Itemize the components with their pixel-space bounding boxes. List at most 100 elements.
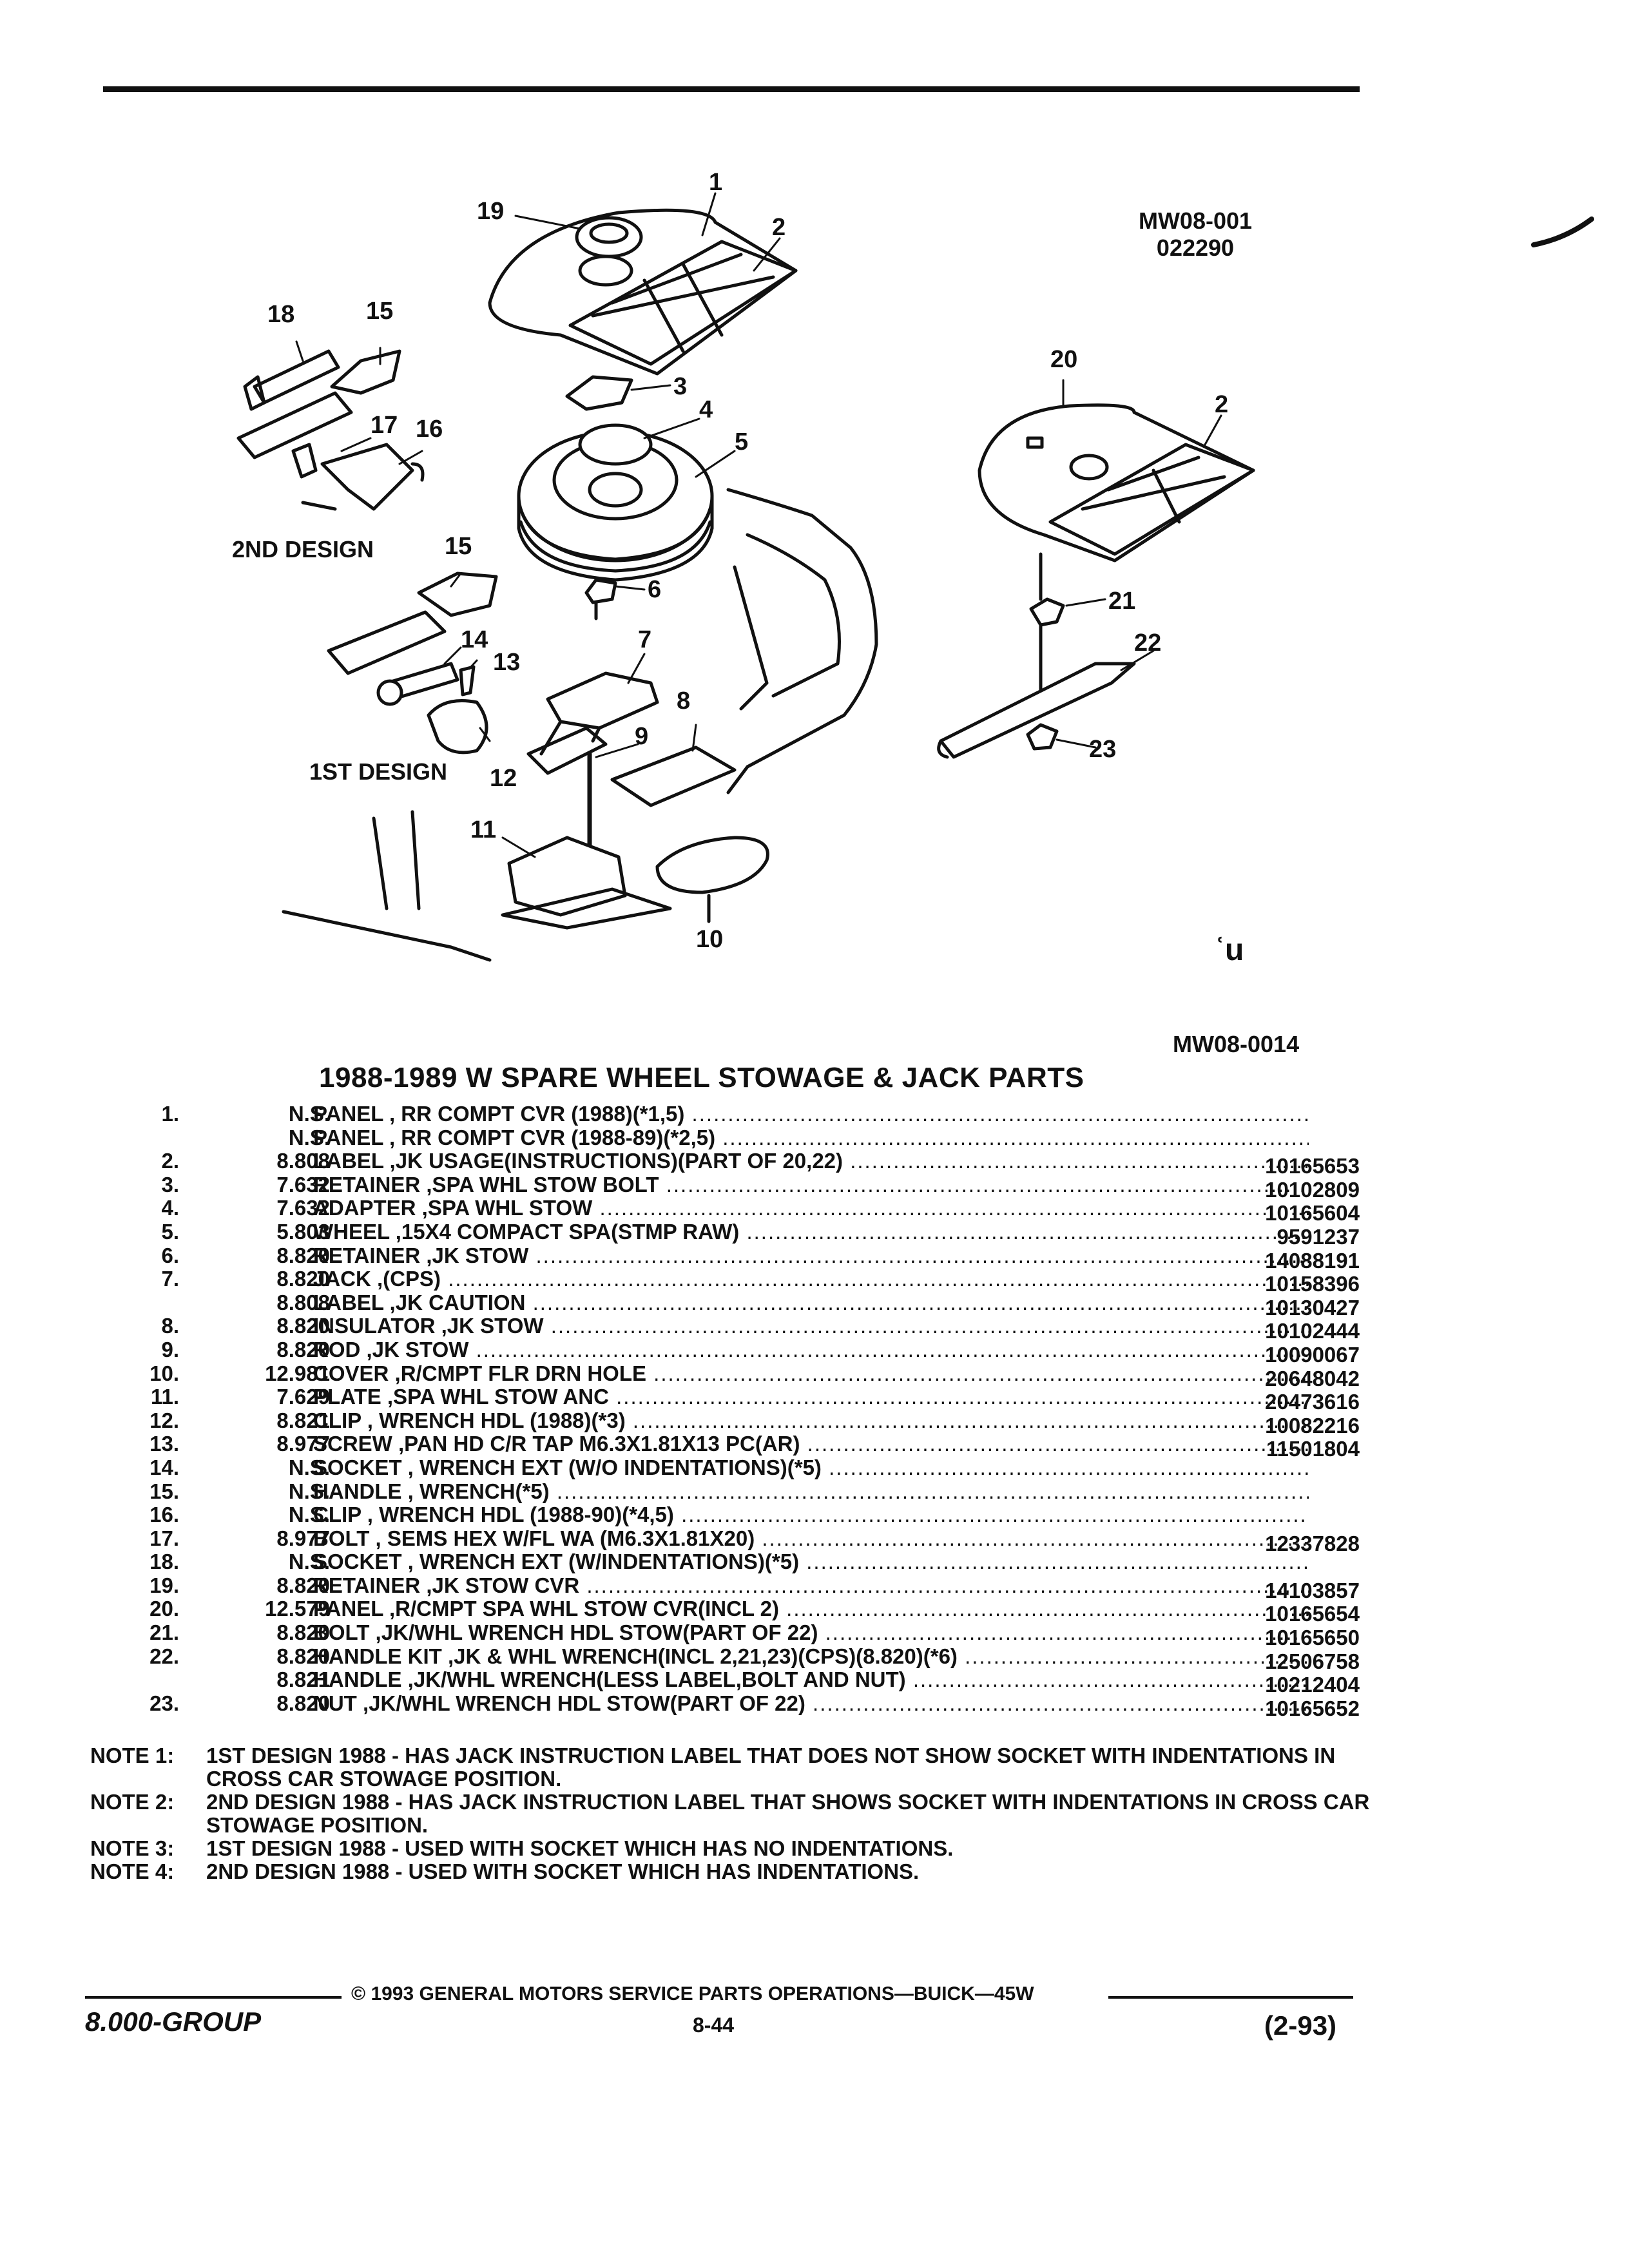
part-number-ref: 21. (149, 1620, 179, 1645)
part-description: INSULATOR ,JK STOW (313, 1314, 1309, 1338)
callout-leader-lines (295, 192, 1222, 858)
note-text: 2ND DESIGN 1988 - USED WITH SOCKET WHICH… (206, 1860, 920, 1883)
note-text: 1ST DESIGN 1988 - USED WITH SOCKET WHICH… (206, 1836, 954, 1860)
part-row: 1.N.S.PANEL , RR COMPT CVR (1988)(*1,5) (129, 1102, 1360, 1126)
part-22-handle-kit (937, 662, 1136, 759)
part-row: 16.N.S.CLIP , WRENCH HDL (1988-90)(*4,5) (129, 1503, 1360, 1526)
part-number-ref: 8. (161, 1314, 179, 1338)
note-text: 1ST DESIGN 1988 - HAS JACK INSTRUCTION L… (206, 1744, 1336, 1791)
note-item: NOTE 2: 2ND DESIGN 1988 - HAS JACK INSTRU… (90, 1791, 1379, 1837)
part-description: NUT ,JK/WHL WRENCH HDL STOW(PART OF 22) (313, 1691, 1309, 1716)
callout-3: 3 (673, 373, 687, 400)
part-number-ref: 2. (161, 1149, 179, 1173)
callout-2-right: 2 (1215, 391, 1228, 418)
part-15-handle-2nd (236, 349, 401, 459)
part-19-retainer (575, 216, 643, 258)
part-number-ref: 16. (149, 1503, 179, 1527)
callout-15-2nd: 15 (366, 298, 393, 325)
callout-13: 13 (493, 649, 520, 676)
part-number-ref: 13. (149, 1432, 179, 1456)
callout-8: 8 (677, 687, 690, 715)
part-description: ADAPTER ,SPA WHL STOW (313, 1196, 1309, 1220)
diagram-ref-code-block: MW08-001 022290 (1121, 207, 1269, 262)
callout-21: 21 (1108, 588, 1135, 615)
part-number: 10165652 (1265, 1696, 1360, 1720)
page-title: 1988-1989 W SPARE WHEEL STOWAGE & JACK P… (319, 1062, 1084, 1093)
part-18-socket (243, 349, 340, 411)
part-number-ref: 7. (161, 1267, 179, 1291)
part-8-insulator (610, 745, 737, 807)
part-13-screw (459, 665, 476, 697)
part-number-ref: 19. (149, 1573, 179, 1597)
part-number-ref: 17. (149, 1526, 179, 1550)
part-description: HANDLE ,JK/WHL WRENCH(LESS LABEL,BOLT AN… (313, 1667, 1309, 1692)
callout-1: 1 (709, 169, 722, 196)
part-description: PLATE ,SPA WHL STOW ANC (313, 1385, 1309, 1409)
part-number-ref: 10. (149, 1361, 179, 1385)
parts-list: 1.N.S.PANEL , RR COMPT CVR (1988)(*1,5)N… (129, 1102, 1360, 1720)
callout-9: 9 (635, 723, 648, 750)
part-description: PANEL ,R/CMPT SPA WHL STOW CVR(INCL 2) (313, 1597, 1309, 1621)
part-description: RETAINER ,JK STOW (313, 1244, 1309, 1268)
part-description: WHEEL ,15X4 COMPACT SPA(STMP RAW) (313, 1220, 1309, 1244)
part-row: 18.N.S.SOCKET , WRENCH EXT (W/INDENTATIO… (129, 1550, 1360, 1573)
margin-tick-1 (1531, 216, 1594, 247)
part-description: SOCKET , WRENCH EXT (W/INDENTATIONS)(*5) (313, 1550, 1309, 1574)
note-text: 2ND DESIGN 1988 - HAS JACK INSTRUCTION L… (206, 1790, 1370, 1837)
part-10-drain-cover (655, 836, 769, 923)
gm-service-logo: ʿu (1215, 933, 1244, 967)
footer-rule-left (85, 1996, 342, 1999)
part-7-jack (526, 671, 659, 775)
part-description: CLIP , WRENCH HDL (1988)(*3) (313, 1408, 1309, 1433)
callout-16: 16 (416, 416, 443, 443)
part-number-ref: 15. (149, 1479, 179, 1503)
part-1-cover-panel (488, 208, 798, 376)
part-14-socket-1st (376, 662, 459, 706)
callout-17: 17 (371, 412, 398, 439)
part-5-spare-wheel (517, 423, 714, 582)
part-number-ref: 9. (161, 1337, 179, 1361)
part-number-ref: 18. (149, 1550, 179, 1574)
callout-5: 5 (735, 428, 748, 456)
callout-23: 23 (1089, 736, 1116, 763)
part-description: BOLT ,JK/WHL WRENCH HDL STOW(PART OF 22) (313, 1620, 1309, 1645)
part-description: ROD ,JK STOW (313, 1338, 1309, 1362)
part-15-handle-1st (327, 572, 498, 675)
part-number-ref: 1. (161, 1102, 179, 1126)
callout-2: 2 (772, 214, 786, 241)
label-1st-design: 1ST DESIGN (309, 758, 447, 785)
footer-revision: (2-93) (1264, 2010, 1337, 2041)
part-row: 14.N.S.SOCKET , WRENCH EXT (W/O INDENTAT… (129, 1456, 1360, 1479)
callout-15-1st: 15 (445, 533, 472, 560)
diagram-ref-code-2: 022290 (1156, 235, 1235, 262)
part-description: HANDLE KIT ,JK & WHL WRENCH(INCL 2,21,23… (313, 1644, 1309, 1669)
footer-copyright: © 1993 GENERAL MOTORS SERVICE PARTS OPER… (351, 1983, 1034, 2004)
part-description: RETAINER ,JK STOW CVR (313, 1573, 1309, 1598)
note-item: NOTE 1:1ST DESIGN 1988 - HAS JACK INSTRU… (90, 1744, 1379, 1791)
note-label: NOTE 2: (90, 1790, 175, 1814)
part-row: 15.N.S.HANDLE , WRENCH(*5) (129, 1479, 1360, 1503)
part-description: JACK ,(CPS) (313, 1267, 1309, 1291)
part-number-ref: 22. (149, 1644, 179, 1668)
part-row: N.S.PANEL , RR COMPT CVR (1988-89)(*2,5) (129, 1126, 1360, 1149)
part-description: CLIP , WRENCH HDL (1988-90)(*4,5) (313, 1503, 1309, 1527)
note-item: NOTE 4:2ND DESIGN 1988 - USED WITH SOCKE… (90, 1860, 1379, 1883)
